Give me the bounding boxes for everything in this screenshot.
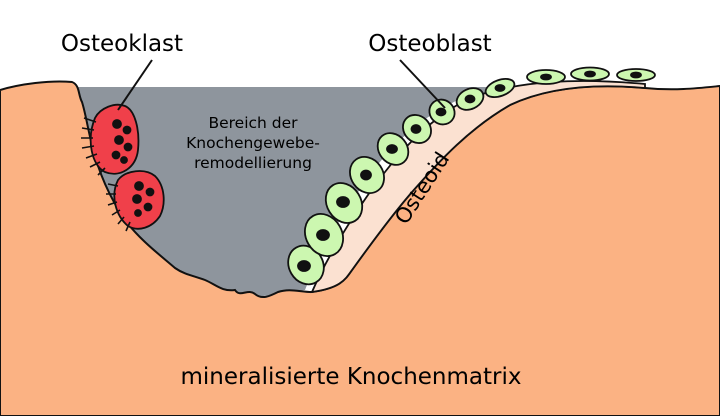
osteoblast-cell <box>287 244 325 286</box>
remodeling-area <box>78 87 640 298</box>
osteoclast-label: Osteoklast <box>61 31 183 57</box>
remodeling-area-label-line-3: remodellierung <box>194 154 312 172</box>
osteoblast-cell <box>349 156 385 194</box>
remodeling-area-label-line-1: Bereich der <box>208 114 298 132</box>
osteoblast-cell <box>324 182 364 224</box>
osteoblast-cell <box>428 98 456 126</box>
osteoblast-cell <box>526 69 566 85</box>
osteoblast-pointer-line <box>399 59 446 109</box>
osteoblast-cell <box>402 114 432 144</box>
osteoclast-pointer-line <box>117 59 153 111</box>
osteoblast-cell <box>616 68 656 82</box>
osteoblast-cell <box>484 77 516 99</box>
osteoblast-cell <box>455 87 485 111</box>
osteoblast-cell <box>376 132 410 166</box>
osteoblast-cell <box>304 213 344 257</box>
bone-matrix-label: mineralisierte Knochenmatrix <box>181 364 522 390</box>
osteoblast-cell <box>570 66 610 82</box>
osteoclast-cell <box>106 170 165 232</box>
osteoblast-cells <box>287 66 656 286</box>
osteoblast-label: Osteoblast <box>368 31 491 57</box>
remodeling-area-label-line-2: Knochengewebe- <box>186 134 320 152</box>
osteoclast-cell <box>81 103 140 176</box>
